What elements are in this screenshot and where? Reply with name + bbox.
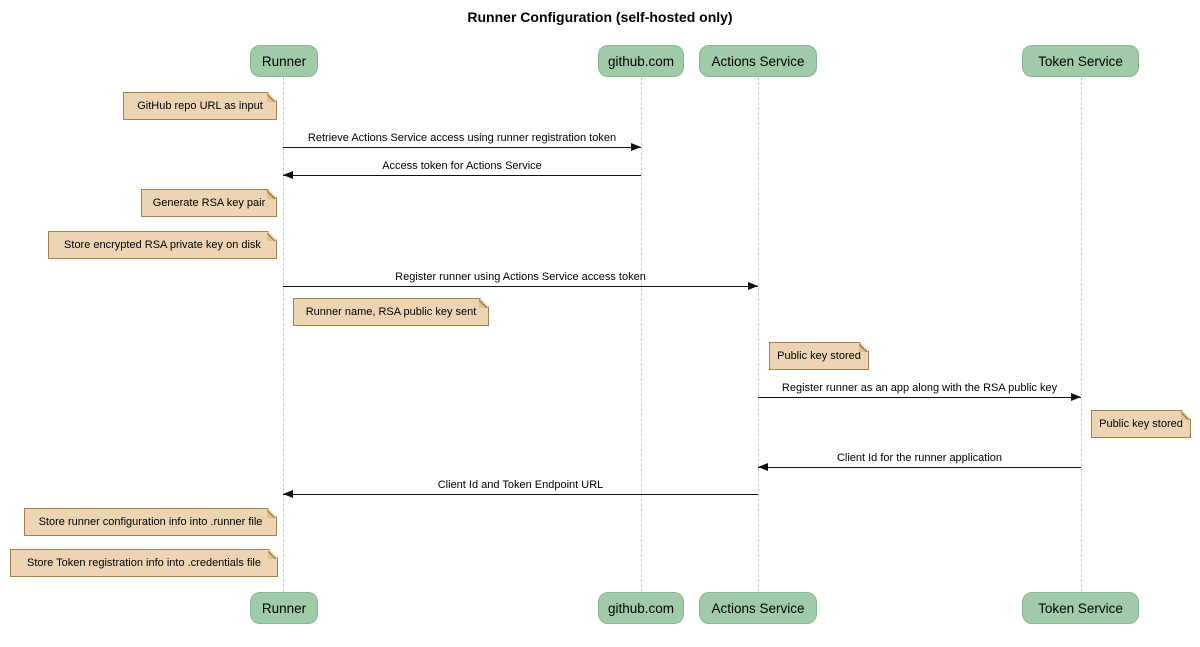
note-public-key-stored-actions: Public key stored <box>769 342 869 370</box>
note-store-credentials-file: Store Token registration info into .cred… <box>10 549 278 577</box>
message-retrieve-actions-access: Retrieve Actions Service access using ru… <box>283 132 641 151</box>
diagram-title: Runner Configuration (self-hosted only) <box>467 9 733 25</box>
participant-github-top: github.com <box>598 45 684 77</box>
arrow-left-icon <box>758 463 1081 471</box>
participant-github-bottom: github.com <box>598 592 684 624</box>
participant-actions-service-label: Actions Service <box>711 53 805 69</box>
message-register-runner: Register runner using Actions Service ac… <box>283 271 758 290</box>
participant-github-label: github.com <box>607 600 675 616</box>
arrow-left-icon <box>283 490 758 498</box>
participant-runner-label: Runner <box>261 53 307 69</box>
note-store-runner-file: Store runner configuration info into .ru… <box>24 508 277 536</box>
message-label: Register runner using Actions Service ac… <box>395 271 646 283</box>
arrow-right-icon <box>758 393 1081 401</box>
note-runner-name-sent: Runner name, RSA public key sent <box>293 298 489 326</box>
message-label: Client Id and Token Endpoint URL <box>437 479 604 491</box>
message-label: Register runner as an app along with the… <box>781 382 1058 394</box>
participant-github-label: github.com <box>607 53 675 69</box>
lifeline-runner <box>283 77 284 592</box>
note-store-private-key: Store encrypted RSA private key on disk <box>48 231 277 259</box>
lifeline-actions-service <box>758 77 759 592</box>
message-client-id-endpoint: Client Id and Token Endpoint URL <box>283 479 758 498</box>
participant-runner-bottom: Runner <box>250 592 318 624</box>
note-github-repo-input: GitHub repo URL as input <box>123 92 277 120</box>
note-generate-rsa-key: Generate RSA key pair <box>141 189 277 217</box>
message-register-app: Register runner as an app along with the… <box>758 382 1081 401</box>
message-label: Retrieve Actions Service access using ru… <box>307 132 617 144</box>
message-label: Client Id for the runner application <box>836 452 1003 464</box>
note-public-key-stored-token: Public key stored <box>1091 410 1191 438</box>
arrow-left-icon <box>283 171 641 179</box>
participant-actions-service-bottom: Actions Service <box>699 592 817 624</box>
message-client-id: Client Id for the runner application <box>758 452 1081 471</box>
participant-token-service-label: Token Service <box>1038 600 1123 616</box>
participant-runner-top: Runner <box>250 45 318 77</box>
participant-actions-service-label: Actions Service <box>711 600 805 616</box>
arrow-right-icon <box>283 143 641 151</box>
lifeline-github <box>641 77 642 592</box>
participant-runner-label: Runner <box>261 600 307 616</box>
message-access-token: Access token for Actions Service <box>283 160 641 179</box>
message-label: Access token for Actions Service <box>382 160 542 172</box>
participant-token-service-label: Token Service <box>1038 53 1123 69</box>
arrow-right-icon <box>283 282 758 290</box>
participant-token-service-top: Token Service <box>1022 45 1139 77</box>
participant-actions-service-top: Actions Service <box>699 45 817 77</box>
participant-token-service-bottom: Token Service <box>1022 592 1139 624</box>
lifeline-token-service <box>1081 77 1082 592</box>
